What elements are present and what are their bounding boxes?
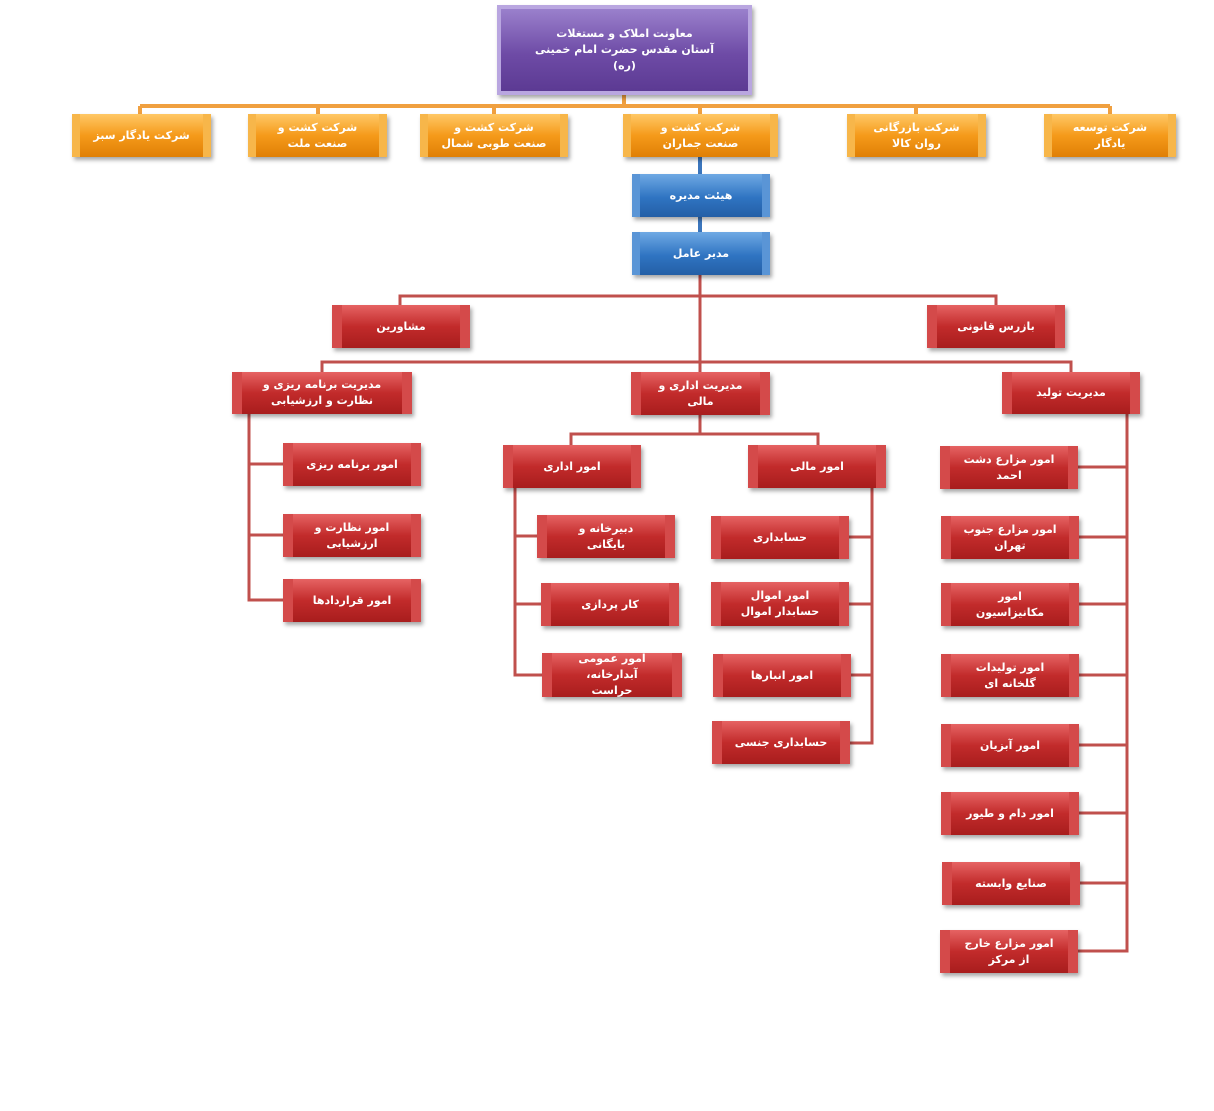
accounting-unit: حسابداری (711, 516, 849, 559)
production-unit-label: امور مزارع خارج از مرکز (964, 936, 1054, 966)
production-unit-label: امور مکانیزاسیون (975, 589, 1045, 619)
advisors: مشاورین (332, 305, 470, 348)
board-of-directors: هیئت مدیره (632, 174, 770, 217)
planning-management-label: مدیریت برنامه ریزی و نظارت و ارزشیابی (262, 378, 382, 407)
inspector-label: بازرس قانونی (957, 319, 1035, 333)
company-label: شرکت کشت و صنعت طوبی شمال (441, 120, 547, 150)
company-label: شرکت کشت و صنعت ملت (277, 120, 358, 150)
company-mellat: شرکت کشت و صنعت ملت (248, 114, 387, 157)
production-unit-label: امور مزارع جنوب تهران (963, 522, 1057, 552)
property-unit: امور اموال حسابدار اموال (711, 582, 849, 626)
production-unit: امور آبزیان (941, 724, 1079, 767)
production-unit: امور مکانیزاسیون (941, 583, 1079, 626)
production-unit: امور دام و طیور (941, 792, 1079, 835)
production-unit-label: صنایع وابسته (975, 876, 1047, 890)
finance-department: امور مالی (748, 445, 886, 488)
typing-unit: کار پردازی (541, 583, 679, 626)
production-unit-label: امور آبزیان (979, 738, 1041, 752)
planning-unit-label: امور نظارت و ارزشیابی (314, 520, 390, 550)
company-label: شرکت کشت و صنعت جماران (660, 120, 741, 150)
property-line2: حسابدار اموال (740, 605, 820, 618)
typing-label: کار پردازی (581, 597, 639, 611)
general-affairs-line2: آبدارخانه، حراست (586, 668, 638, 697)
finance-department-label: امور مالی (790, 459, 844, 473)
planning-unit-label: امور برنامه ریزی (306, 457, 398, 471)
admin-department-label: امور اداری (543, 459, 601, 473)
root-node: معاونت املاک و مستغلات آستان مقدس حضرت ا… (497, 5, 752, 95)
ceo-label: مدیر عامل (672, 246, 730, 260)
planning-unit: امور برنامه ریزی (283, 443, 421, 486)
production-unit-label: امور دام و طیور (966, 806, 1054, 820)
board-label: هیئت مدیره (669, 188, 733, 202)
production-unit: صنایع وابسته (942, 862, 1080, 905)
production-unit: امور تولیدات گلخانه ای (941, 654, 1079, 697)
general-affairs-line1: امور عمومی (578, 653, 646, 666)
company-label: شرکت توسعه یادگار (1072, 120, 1148, 150)
secretariat-label: دبیرخانه و بایگانی (578, 521, 634, 551)
planning-unit: امور قراردادها (283, 579, 421, 622)
production-management: مدیریت تولید (1002, 372, 1140, 414)
admin-finance-management-label: مدیریت اداری و مالی (658, 378, 743, 408)
admin-department: امور اداری (503, 445, 641, 488)
planning-unit: امور نظارت و ارزشیابی (283, 514, 421, 557)
production-unit: امور مزارع جنوب تهران (941, 516, 1079, 559)
company-jamaran: شرکت کشت و صنعت جماران (623, 114, 778, 157)
ceo: مدیر عامل (632, 232, 770, 275)
company-tose-e-yadegar: شرکت توسعه یادگار (1044, 114, 1176, 157)
company-label: شرکت بازرگانی روان کالا (873, 120, 960, 150)
accounting-label: حسابداری (753, 530, 807, 544)
warehouses-label: امور انبارها (750, 668, 814, 682)
company-label: شرکت یادگار سبز (93, 128, 190, 142)
planning-unit-label: امور قراردادها (312, 593, 392, 607)
root-line2: آستان مقدس حضرت امام خمینی (ره) (534, 43, 715, 72)
production-unit: امور مزارع دشت احمد (940, 446, 1078, 489)
company-tooba-shomal: شرکت کشت و صنعت طوبی شمال (420, 114, 568, 157)
secretariat-unit: دبیرخانه و بایگانی (537, 515, 675, 558)
admin-finance-management: مدیریت اداری و مالی (631, 372, 770, 415)
production-unit-label: امور تولیدات گلخانه ای (975, 660, 1045, 690)
production-management-label: مدیریت تولید (1036, 386, 1106, 400)
production-unit: امور مزارع خارج از مرکز (940, 930, 1078, 973)
company-yadegar-sabz: شرکت یادگار سبز (72, 114, 211, 157)
planning-management: مدیریت برنامه ریزی و نظارت و ارزشیابی (232, 372, 412, 414)
production-unit-label: امور مزارع دشت احمد (963, 452, 1055, 482)
root-line1: معاونت املاک و مستغلات (556, 27, 693, 41)
general-affairs-unit: امور عمومی آبدارخانه، حراست (542, 653, 682, 697)
legal-inspector: بازرس قانونی (927, 305, 1065, 348)
inventory-accounting-label: حسابداری جنسی (734, 735, 828, 749)
company-bazargani-ravan-kala: شرکت بازرگانی روان کالا (847, 114, 986, 157)
warehouses-unit: امور انبارها (713, 654, 851, 697)
inventory-accounting-unit: حسابداری جنسی (712, 721, 850, 764)
advisors-label: مشاورین (376, 319, 426, 333)
property-line1: امور اموال (750, 589, 810, 603)
